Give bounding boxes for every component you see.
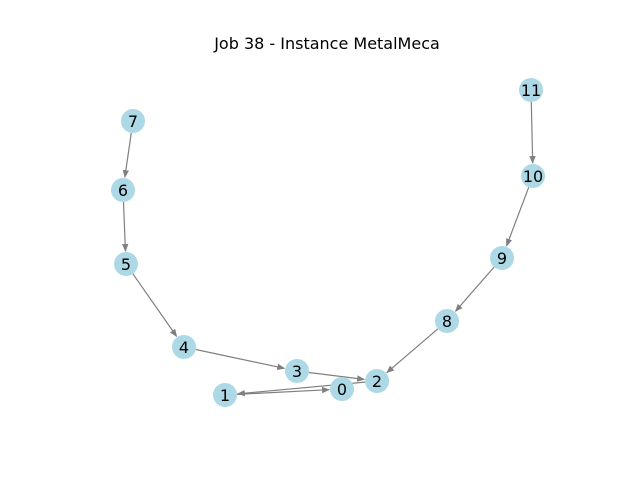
nodes-layer: 0 1 2 3 4 5 6 7 8 9 10 11 [111, 78, 545, 407]
node-circle [213, 383, 237, 407]
node-label: 0 [337, 380, 347, 399]
node-label: 7 [128, 112, 138, 131]
node-circle [285, 359, 309, 383]
chart-title: Job 38 - Instance MetalMeca [213, 34, 440, 53]
node-0: 0 [330, 377, 354, 401]
node-label: 4 [179, 338, 189, 357]
node-3: 3 [285, 359, 309, 383]
edge-8-to-2 [386, 328, 439, 374]
edge-9-to-8 [454, 266, 495, 312]
node-6: 6 [111, 178, 135, 202]
edge-6-to-5 [121, 201, 129, 253]
node-1: 1 [213, 383, 237, 407]
node-circle [435, 309, 459, 333]
node-label: 6 [118, 181, 128, 200]
node-label: 2 [372, 372, 382, 391]
node-11: 11 [519, 78, 543, 102]
node-5: 5 [114, 252, 138, 276]
node-circle [365, 369, 389, 393]
node-label: 11 [521, 81, 541, 100]
node-2: 2 [365, 369, 389, 393]
node-circle [172, 335, 196, 359]
node-label: 9 [497, 249, 507, 268]
node-7: 7 [121, 109, 145, 133]
node-circle [121, 109, 145, 133]
edge-7-to-6 [122, 132, 132, 179]
node-8: 8 [435, 309, 459, 333]
node-label: 1 [220, 386, 230, 405]
node-label: 8 [442, 312, 452, 331]
edge-3-to-2 [308, 371, 366, 382]
node-circle [111, 178, 135, 202]
node-circle [330, 377, 354, 401]
edge-4-to-3 [195, 348, 286, 370]
edge-11-to-10 [529, 101, 536, 165]
node-9: 9 [490, 246, 514, 270]
node-label: 3 [292, 362, 302, 381]
node-circle [521, 164, 545, 188]
node-4: 4 [172, 335, 196, 359]
node-circle [519, 78, 543, 102]
node-circle [114, 252, 138, 276]
node-label: 10 [523, 167, 543, 186]
node-label: 5 [121, 255, 131, 274]
edge-10-to-9 [506, 187, 530, 247]
edge-1-to-0 [236, 386, 331, 395]
node-10: 10 [521, 164, 545, 188]
node-circle [490, 246, 514, 270]
edge-5-to-4 [132, 273, 178, 338]
